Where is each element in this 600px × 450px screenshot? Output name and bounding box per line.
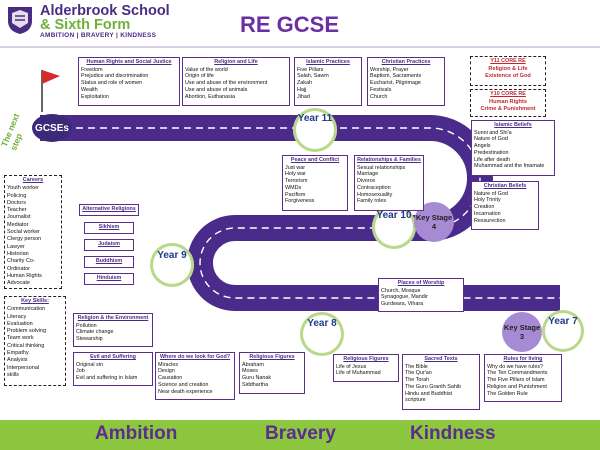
gcses-badge: GCSEs [32,114,72,142]
year9-label: Year 9 [157,250,187,261]
header-divider [0,46,600,48]
year10-marker [372,205,416,249]
year11-label: Year 11 [297,113,333,124]
values-footer: Ambition Bravery Kindness [0,420,600,450]
key-stage3-badge: Key Stage 3 [502,312,542,352]
year11-marker [293,108,337,152]
rules-for-living-box: Rules for living Why do we have rules?Th… [484,354,562,402]
school-name-sixth-form: & Sixth Form [40,17,131,33]
alternative-religions-box: Alternative Religions [79,204,139,216]
year7-label: Year 7 [548,316,578,327]
key-stage4-badge: Key Stage 4 [414,202,454,242]
judaism-box: Judaism [84,239,134,251]
page-title: RE GCSE [240,12,340,37]
year8-label: Year 8 [307,318,337,329]
year9-marker [150,243,194,287]
footer-ambition: Ambition [95,423,178,444]
year7-marker [542,310,584,352]
hinduism-box: Hinduism [84,273,134,285]
footer-bravery: Bravery [265,423,336,444]
sikhism-box: Sikhism [84,222,134,234]
school-crest-logo [8,7,32,34]
year8-marker [300,312,344,356]
relationships-families-box: Relationships & Families Sexual relation… [354,155,424,211]
school-name: Alderbrook School [40,3,170,19]
school-tagline: AMBITION | BRAVERY | KINDNESS [40,32,157,39]
footer-kindness: Kindness [410,423,496,444]
year10-label: Year 10 [376,210,412,221]
buddhism-box: Buddhism [84,256,134,268]
